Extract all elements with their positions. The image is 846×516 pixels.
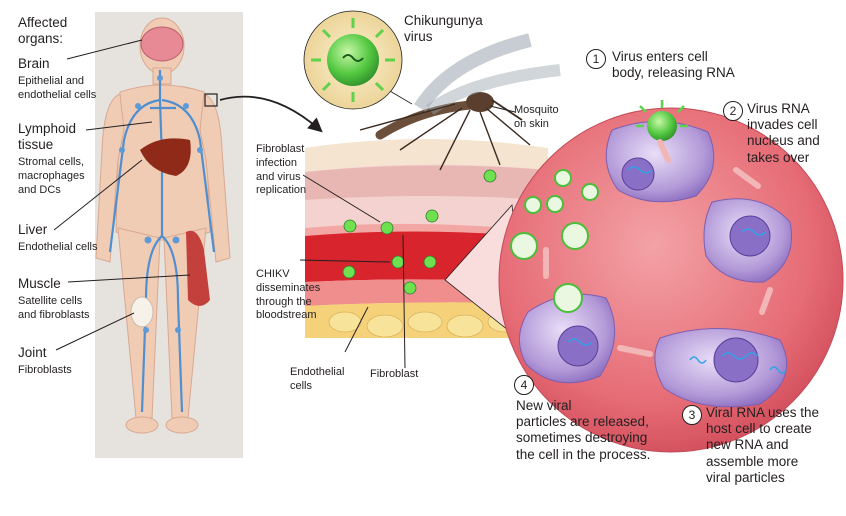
lymph-nodes: [119, 75, 203, 333]
liver-label: Liver: [18, 222, 48, 237]
cycle-arrows: [543, 139, 773, 357]
liver-organ: [140, 138, 191, 176]
lymphoid-cells-text: Stromal cells, macrophages and DCs: [18, 156, 85, 196]
mosquito-label: Mosquito on skin: [514, 104, 559, 130]
knee-joint: [130, 296, 154, 328]
endothelial-cells-label: Endothelial cells: [290, 366, 345, 392]
brain-organ: [140, 26, 184, 62]
chikungunya-virus-label: Chikungunya virus: [404, 13, 483, 44]
organ-leaders: [53, 39, 191, 351]
thigh-muscle: [186, 230, 210, 306]
nuclei: [557, 157, 771, 383]
step-4-number: 4: [514, 375, 534, 395]
step-2-number: 2: [723, 101, 743, 121]
fibroblast-label: Fibroblast: [370, 368, 419, 380]
middle-leaders: [299, 105, 516, 369]
mosquito: [359, 33, 561, 171]
step-3-text: Viral RNA uses the host cell to create n…: [706, 405, 820, 485]
muscle-cells-text: Satellite cells and fibroblasts: [18, 295, 90, 321]
entering-virus: [636, 100, 688, 141]
step-4-text: New viral particles are released, someti…: [516, 398, 651, 462]
brain-cells-text: Epithelial and endothelial cells: [18, 75, 97, 101]
muscle-label: Muscle: [18, 276, 61, 291]
affected-organs-title: Affected organs:: [18, 15, 68, 46]
step-1-text: Virus enters cell body, releasing RNA: [612, 49, 735, 81]
zoom-arrow: [219, 95, 323, 133]
lymphoid-label: Lymphoid tissue: [18, 121, 77, 152]
step-1-number: 1: [586, 49, 606, 69]
fibroblast-infection-label: Fibroblast infection and virus replicati…: [256, 143, 307, 197]
liver-cells-text: Endothelial cells: [18, 241, 98, 253]
released-viruses: [510, 169, 599, 313]
step-3-number: 3: [682, 405, 702, 425]
chikv-label: CHIKV disseminates through the bloodstre…: [256, 268, 321, 322]
brain-label: Brain: [18, 56, 50, 71]
rna-strands: [567, 166, 787, 374]
joint-cells-text: Fibroblasts: [18, 364, 72, 376]
skin-zoom-box: [204, 93, 218, 107]
skin-viruses: [342, 169, 497, 295]
joint-label: Joint: [18, 345, 47, 360]
inset-virus: [303, 10, 413, 110]
step-2-text: Virus RNA invades cell nucleus and takes…: [747, 101, 820, 165]
